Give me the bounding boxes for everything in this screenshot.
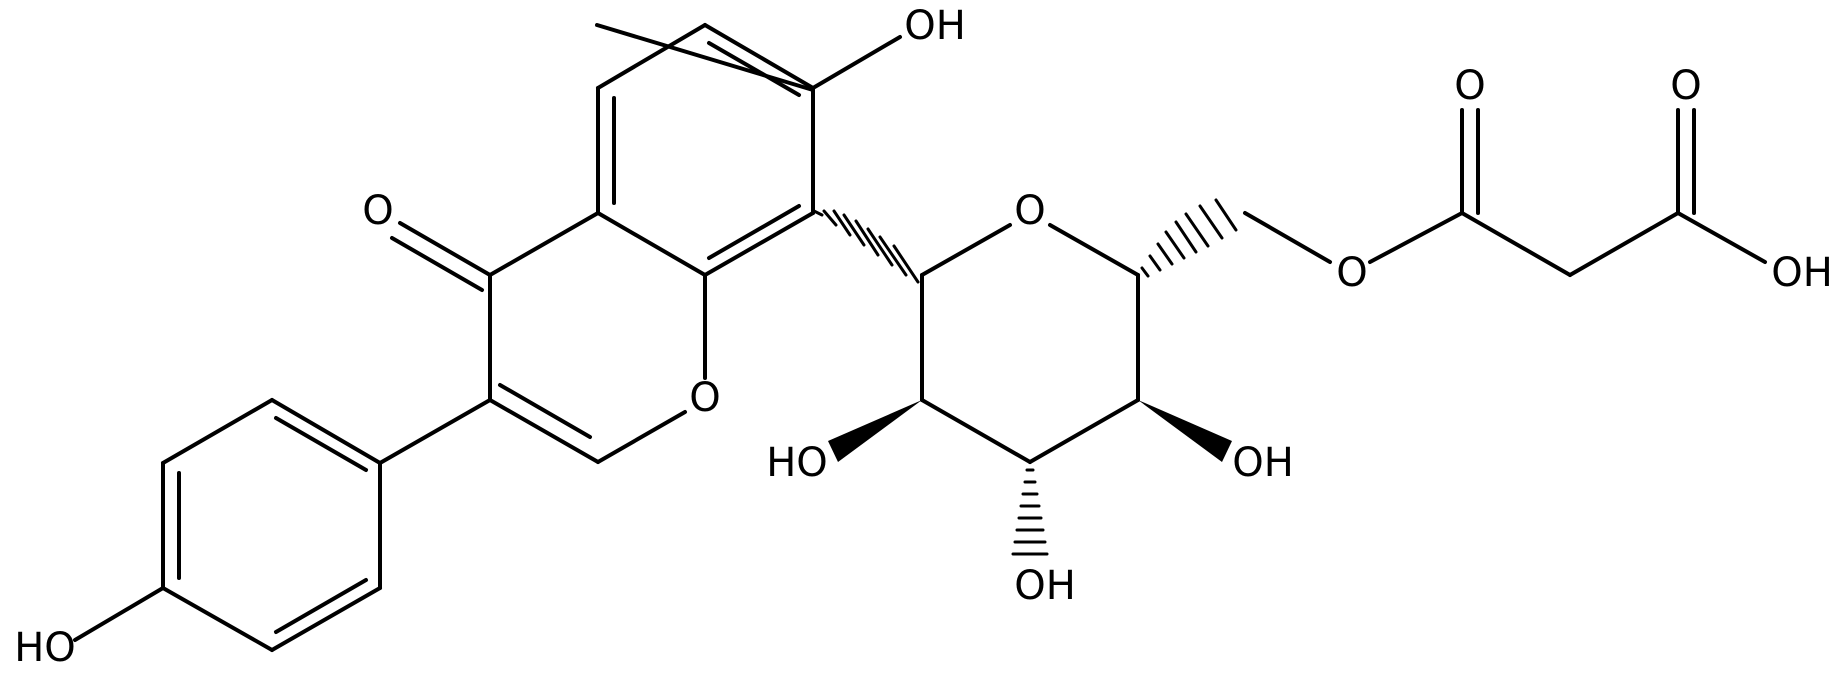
label-oh-sugar-2: HO [766, 440, 828, 486]
bond-b1 [270, 398, 382, 465]
label-oh-7: OH [904, 3, 966, 49]
label-o-ring-chromone: O [689, 375, 720, 421]
hash-c8-c1s [812, 209, 920, 284]
bond-o-cco [1368, 211, 1464, 264]
hash-c3s-oh [1011, 468, 1049, 556]
stereo-bonds [812, 198, 1238, 556]
bond-c4-o-double [390, 236, 484, 292]
label-o-ring-sugar: O [1014, 188, 1045, 234]
bond-c3-c1p [378, 398, 492, 465]
bond-c2-o1 [596, 410, 687, 464]
bond-ch2-cooh [1568, 211, 1680, 277]
label-o-ester-carbonyl: O [1454, 63, 1485, 109]
bond-c1s-o5 [920, 223, 1012, 277]
bond-c3-c2-inner [498, 383, 592, 439]
bond-c8a-c4a [596, 211, 707, 277]
bond-cooh-oh [1676, 211, 1767, 264]
a-ring [595, 23, 815, 92]
bond-c4a-c4 [488, 211, 600, 277]
bond-c6s-o [1243, 211, 1332, 264]
bond [595, 23, 815, 92]
bond-c8-c8a [703, 211, 815, 277]
bond-c5-c6 [596, 23, 707, 90]
bond-b4 [161, 586, 274, 652]
label-oh-sugar-4: OH [1232, 440, 1294, 486]
label-o-acid-carbonyl: O [1670, 63, 1701, 109]
bond-c3s-c2s [920, 398, 1032, 464]
hash-c5s-c6 [1140, 198, 1238, 278]
bond-c7-oh [811, 35, 902, 90]
bond-o5-c5s [1048, 223, 1140, 277]
bond-c6-c7-inner [707, 41, 801, 97]
bond-c4-o [398, 221, 492, 277]
wedge-c4s-oh [1138, 400, 1232, 462]
bond-b5 [270, 586, 382, 652]
bond-b5-inner [274, 578, 368, 634]
label-oh-acid: OH [1771, 250, 1833, 296]
bond-b-oh [73, 586, 165, 642]
bond-c3-c2 [488, 398, 600, 464]
label-oh-sugar-3: OH [1014, 563, 1076, 609]
bond-b1-inner [274, 416, 368, 472]
label-oh-phenol: HO [14, 625, 76, 671]
bond-c4s-c3s [1028, 398, 1140, 464]
atom-labels: OH HO O O O O O O OH HO OH OH [14, 3, 1833, 671]
bond-c8-c8a-inner [707, 204, 801, 260]
wedge-c2s-oh [828, 400, 922, 462]
bond-c6-c7 [703, 23, 815, 90]
label-o-ester-link: O [1336, 250, 1367, 296]
bond-b2 [161, 398, 274, 465]
label-o-ketone: O [362, 188, 393, 234]
bond-cco-ch2 [1460, 211, 1572, 277]
bonds [73, 23, 1767, 652]
